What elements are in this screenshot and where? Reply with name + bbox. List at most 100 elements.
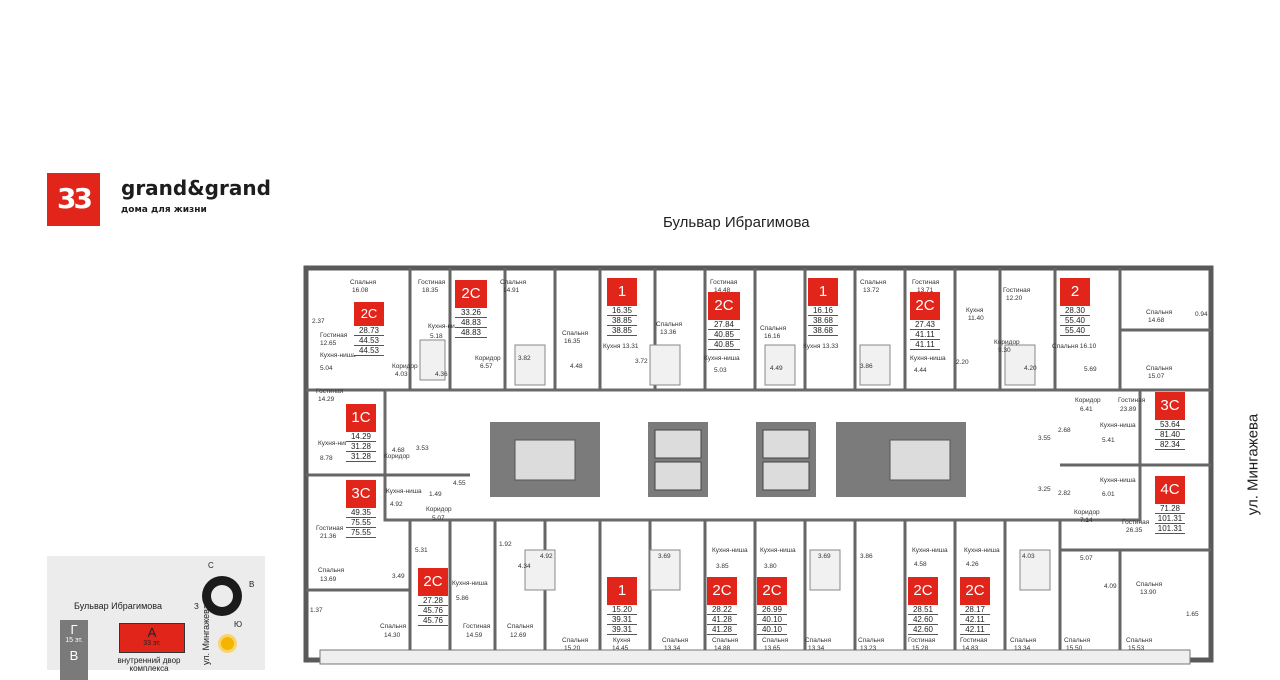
unit-card[interactable]: 1 15.20 39.31 39.31 <box>607 577 637 635</box>
room-value: 4.44 <box>914 367 927 374</box>
room-value: 3.72 <box>635 358 648 365</box>
room-value: 4.58 <box>914 561 927 568</box>
unit-type: 2С <box>960 577 990 605</box>
room-value: 9.30 <box>998 347 1011 354</box>
room-value: 13.34 <box>808 645 825 652</box>
room-label: Кухня-ниша <box>320 352 356 359</box>
room-value: 16.16 <box>764 333 781 340</box>
room-value: 15.53 <box>1128 645 1145 652</box>
building-g-label: Г <box>70 622 78 637</box>
brand-name: grand&grand <box>121 176 271 200</box>
bathroom <box>524 549 556 591</box>
unit-card[interactable]: 1С 14.29 31.28 31.28 <box>346 404 376 462</box>
unit-total-area: 45.76 <box>418 606 448 616</box>
bathroom <box>859 344 891 386</box>
unit-card[interactable]: 4С 71.28 101.31 101.31 <box>1155 476 1185 534</box>
unit-area-with-balcony: 38.68 <box>808 326 838 336</box>
unit-area-with-balcony: 45.76 <box>418 616 448 626</box>
room-label: Коридор <box>384 453 410 460</box>
unit-living-area: 28.30 <box>1060 306 1090 316</box>
unit-type: 1С <box>346 404 376 432</box>
unit-card[interactable]: 2 28.30 55.40 55.40 <box>1060 278 1090 336</box>
room-value: 15.07 <box>1148 373 1165 380</box>
unit-card[interactable]: 2С 26.99 40.10 40.10 <box>757 577 787 635</box>
room-label: Кухня-ниша <box>704 355 740 362</box>
room-value: 4.03 <box>1022 553 1035 560</box>
room-value: 15.20 <box>564 645 581 652</box>
room-label: Спальня <box>662 637 689 644</box>
room-value: 3.86 <box>860 363 873 370</box>
unit-total-area: 81.40 <box>1155 430 1185 440</box>
brand-tagline: дома для жизни <box>121 205 207 215</box>
unit-total-area: 38.85 <box>607 316 637 326</box>
unit-card[interactable]: 3С 53.64 81.40 82.34 <box>1155 392 1185 450</box>
room-value: 5.41 <box>1102 437 1115 444</box>
stair-inner-left <box>514 439 576 481</box>
room-value: 4.49 <box>770 365 783 372</box>
unit-card[interactable]: 2С 27.84 40.85 40.85 <box>708 292 740 350</box>
unit-card[interactable]: 2С 27.43 41.11 41.11 <box>910 292 940 350</box>
room-value: 4.68 <box>392 447 405 454</box>
room-value: 16.08 <box>352 287 369 294</box>
room-value: 14.30 <box>384 632 401 639</box>
unit-living-area: 33.26 <box>455 308 487 318</box>
room-label: Спальня <box>712 637 739 644</box>
building-a[interactable]: А 33 эт. <box>119 623 185 653</box>
unit-card[interactable]: 2С 28.51 42.60 42.60 <box>908 577 938 635</box>
unit-card[interactable]: 1 16.35 38.85 38.85 <box>607 278 637 336</box>
street-label-top: Бульвар Ибрагимова <box>663 214 810 231</box>
room-value: 11.40 <box>968 315 984 322</box>
unit-card[interactable]: 2С 27.28 45.76 45.76 <box>418 568 448 626</box>
room-value: 13.34 <box>664 645 681 652</box>
unit-card[interactable]: 3С 49.35 75.55 75.55 <box>346 480 376 538</box>
unit-area-with-balcony: 44.53 <box>354 346 384 356</box>
unit-card[interactable]: 2С 28.17 42.11 42.11 <box>960 577 990 635</box>
building-g[interactable]: Г 15 эт. В <box>60 620 88 680</box>
unit-type: 3С <box>1155 392 1185 420</box>
room-value: 5.03 <box>714 367 727 374</box>
unit-area-with-balcony: 41.11 <box>910 340 940 350</box>
unit-area-with-balcony: 75.55 <box>346 528 376 538</box>
unit-card[interactable]: 2С 28.73 44.53 44.53 <box>354 302 384 356</box>
unit-living-area: 53.64 <box>1155 420 1185 430</box>
room-label: Коридор <box>426 506 452 513</box>
elevator-left-1 <box>654 429 702 459</box>
unit-type: 2С <box>757 577 787 605</box>
bathroom <box>514 344 546 386</box>
unit-type: 2С <box>908 577 938 605</box>
room-value: 4.92 <box>540 553 553 560</box>
unit-total-area: 39.31 <box>607 615 637 625</box>
room-label: Гостиная <box>316 388 344 395</box>
unit-total-area: 44.53 <box>354 336 384 346</box>
room-value: 5.69 <box>1084 366 1097 373</box>
unit-card[interactable]: 2С 28.22 41.28 41.28 <box>707 577 737 635</box>
room-label: Гостиная <box>418 279 446 286</box>
elevator-right-2 <box>762 461 810 491</box>
room-value: 3.55 <box>1038 435 1051 442</box>
room-value: 4.20 <box>1024 365 1037 372</box>
room-value: 1.65 <box>1186 611 1199 618</box>
stair-inner-right <box>889 439 951 481</box>
room-label: Спальня <box>760 325 787 332</box>
unit-type: 2С <box>354 302 384 326</box>
room-value: 4.09 <box>1104 583 1117 590</box>
unit-living-area: 49.35 <box>346 508 376 518</box>
bathroom <box>649 344 681 386</box>
room-value: 5.18 <box>430 333 443 340</box>
room-value: 14.29 <box>318 396 335 403</box>
unit-total-area: 40.10 <box>757 615 787 625</box>
room-label: Спальня <box>860 279 887 286</box>
building-a-floors: 33 эт. <box>143 640 161 647</box>
room-label: Спальня <box>805 637 832 644</box>
unit-living-area: 16.35 <box>607 306 637 316</box>
room-value: 2.82 <box>1058 490 1071 497</box>
unit-card[interactable]: 1 16.16 38.68 38.68 <box>808 278 838 336</box>
unit-total-area: 101.31 <box>1155 514 1185 524</box>
room-value: 2.20 <box>956 359 969 366</box>
unit-card[interactable]: 2С 33.26 48.83 48.83 <box>455 280 487 338</box>
unit-area-with-balcony: 82.34 <box>1155 440 1185 450</box>
room-value: 4.48 <box>570 363 583 370</box>
logo: 33 <box>47 173 100 226</box>
room-value: 13.69 <box>320 576 337 583</box>
unit-type: 2С <box>910 292 940 320</box>
